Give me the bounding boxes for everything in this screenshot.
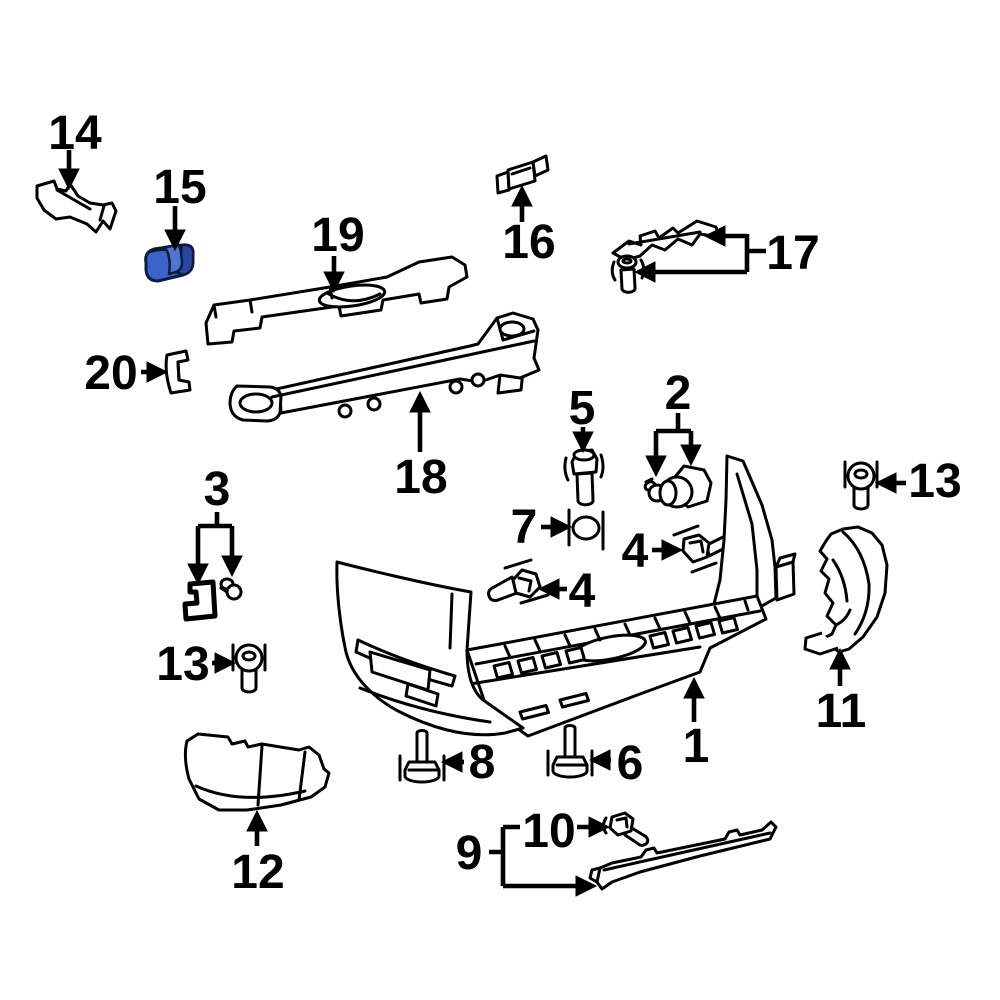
part-15-sensor-highlighted: [144, 243, 195, 283]
callout-8: 8: [469, 736, 496, 789]
part-1-bumper-cover: [335, 454, 797, 738]
part-14-bracket: [35, 179, 118, 234]
part-12-end-cap-left: [183, 732, 331, 812]
callout-1: 1: [683, 720, 710, 773]
callout-6: 6: [617, 737, 644, 790]
part-2-fasteners: [643, 464, 713, 509]
callout-10: 10: [522, 805, 575, 858]
leader-arrows: [58, 150, 906, 897]
part-3-clips: [182, 577, 243, 622]
callout-14: 14: [48, 107, 102, 160]
part-11-end-cap-right: [803, 525, 889, 656]
part-5-bolt: [563, 448, 605, 507]
callout-20: 20: [84, 347, 137, 400]
callout-4-upper: 4: [622, 525, 649, 578]
callout-3: 3: [204, 463, 231, 516]
part-18-reinforcement-bar: [228, 311, 541, 423]
part-13-right-bolt: [843, 460, 879, 511]
callout-12: 12: [231, 846, 284, 899]
callout-7: 7: [511, 501, 538, 554]
callout-19: 19: [311, 209, 364, 262]
part-13-left-bolt: [231, 643, 267, 694]
callout-16: 16: [502, 216, 555, 269]
part-16-clip: [495, 154, 550, 195]
callout-17: 17: [766, 227, 819, 280]
part-19-retainer-rail: [204, 255, 469, 346]
callout-15: 15: [153, 161, 206, 214]
part-9-step-strip: [588, 820, 778, 891]
part-10-bolt: [602, 811, 650, 847]
part-4-bolt-left: [487, 558, 550, 605]
part-6-stud: [546, 724, 594, 779]
callout-2: 2: [665, 367, 692, 420]
callout-11: 11: [816, 685, 867, 738]
part-17-bracket-and-bolt: [610, 219, 721, 294]
callout-4-lower: 4: [569, 565, 596, 618]
callout-9: 9: [456, 827, 483, 880]
part-7-clip: [567, 508, 605, 551]
callout-13-left: 13: [156, 638, 209, 691]
callout-13-right: 13: [908, 455, 961, 508]
callout-18: 18: [394, 451, 447, 504]
callout-5: 5: [569, 382, 596, 435]
callout-labels: 14 15 19 16 17 20 18 3 5 2 7 4 4 13 13 1…: [48, 107, 961, 899]
part-20-clip: [164, 349, 192, 395]
part-8-stud: [398, 729, 446, 784]
